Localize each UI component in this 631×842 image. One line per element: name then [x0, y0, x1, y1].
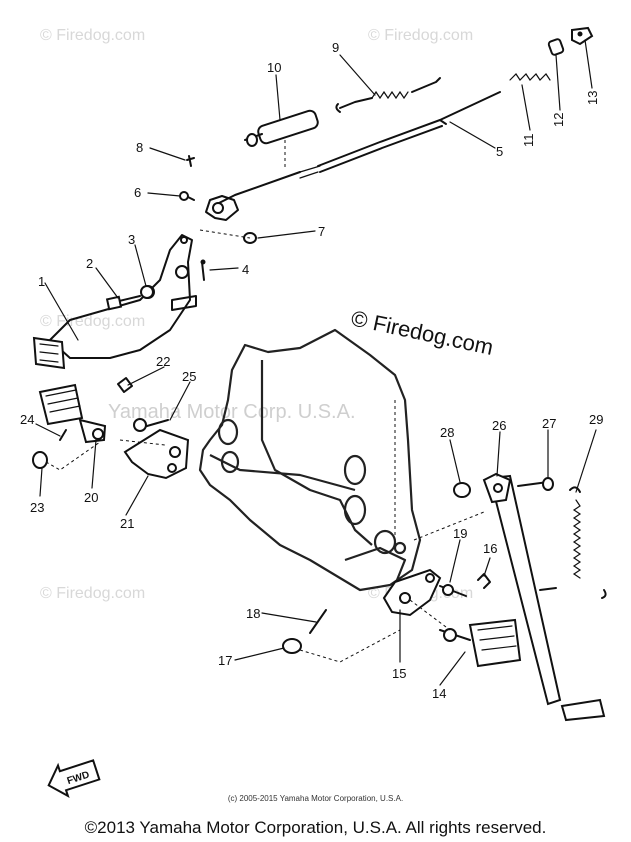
watermark-corp: Yamaha Motor Corp. U.S.A.	[108, 401, 356, 423]
brake-spring	[244, 77, 441, 168]
part-label: 20	[84, 490, 98, 505]
part-label: 23	[30, 500, 44, 515]
part-label: 2	[86, 256, 93, 271]
part-label: 5	[496, 144, 503, 159]
part-label: 14	[432, 686, 446, 701]
assembly-lines	[119, 229, 451, 631]
part-label: 27	[542, 416, 556, 431]
watermark-text: © Firedog.com	[368, 27, 473, 44]
part-label: 26	[492, 418, 506, 433]
right-footrest	[282, 568, 522, 668]
part-label: 7	[318, 224, 325, 239]
watermark-center: © Firedog.com	[349, 305, 496, 360]
rod-adjuster	[509, 26, 594, 81]
part-label: 1	[38, 274, 45, 289]
part-label: 17	[218, 653, 232, 668]
part-label: 12	[551, 113, 566, 127]
part-label: 29	[589, 412, 603, 427]
part-label: 18	[246, 606, 260, 621]
left-footrest	[32, 377, 190, 480]
fine-print-copyright: (c) 2005-2015 Yamaha Motor Corporation, …	[227, 794, 404, 803]
watermark-layer: © Firedog.com © Firedog.com © Firedog.co…	[40, 27, 473, 602]
watermark-text: © Firedog.com	[40, 585, 145, 602]
footer-copyright: ©2013 Yamaha Motor Corporation, U.S.A. A…	[84, 818, 547, 837]
brake-rod	[179, 91, 501, 244]
part-label: 22	[156, 354, 170, 369]
leader-lines	[35, 39, 597, 686]
part-label: 10	[267, 60, 281, 75]
part-label: 8	[136, 140, 143, 155]
part-label: 6	[134, 185, 141, 200]
part-label: 9	[332, 40, 339, 55]
part-label: 25	[182, 369, 196, 384]
watermark-text: © Firedog.com	[40, 27, 145, 44]
part-label: 28	[440, 425, 454, 440]
part-label: 4	[242, 262, 249, 277]
part-label: 15	[392, 666, 406, 681]
part-label: 19	[453, 526, 467, 541]
fwd-arrow-icon: FWD	[47, 759, 101, 799]
watermark-text: © Firedog.com	[40, 313, 145, 330]
sidestand	[413, 472, 607, 722]
part-label: 3	[128, 232, 135, 247]
brake-hardware	[105, 259, 206, 311]
part-number-labels: 1 2 3 4 5 6 7 8 9 10 11 12 13 14 15 16 1…	[20, 40, 603, 701]
part-label: 16	[483, 541, 497, 556]
part-label: 24	[20, 412, 34, 427]
part-label: 21	[120, 516, 134, 531]
part-label: 11	[521, 134, 536, 148]
frame-drawing	[198, 328, 422, 592]
part-label: 13	[585, 91, 600, 105]
